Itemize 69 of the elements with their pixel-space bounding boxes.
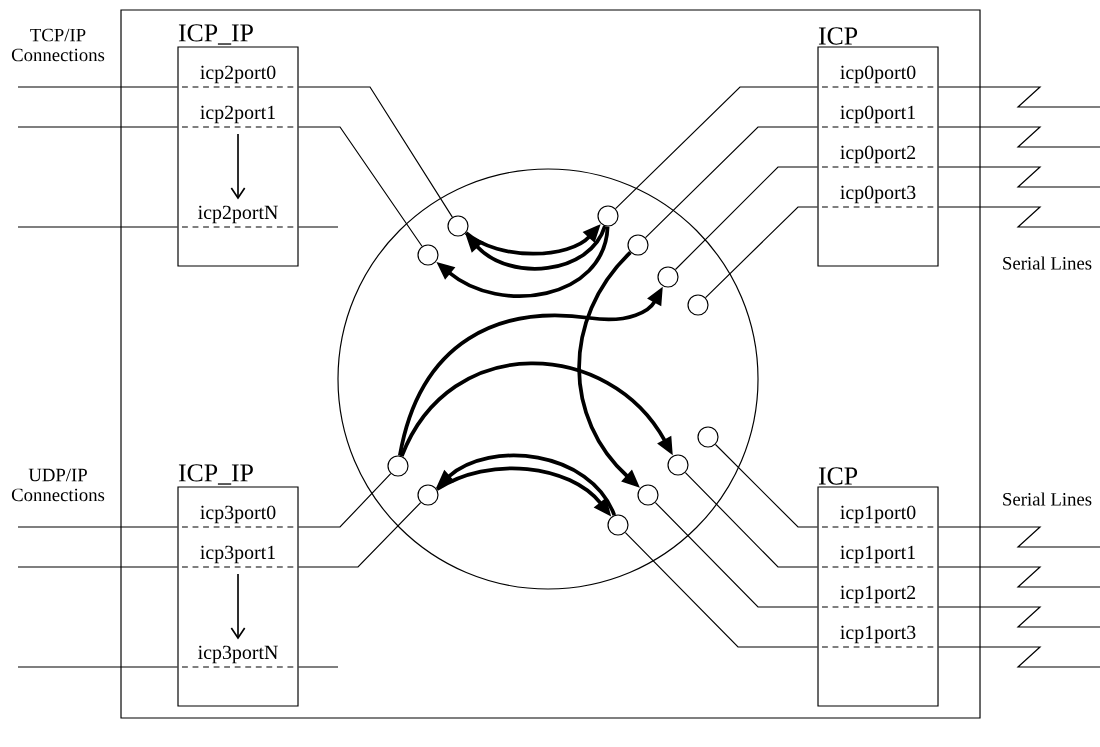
connection-line <box>684 472 818 568</box>
port-row: icp0port2 <box>821 145 936 168</box>
connection-line <box>17 226 178 228</box>
group-label: TCP/IP Connections <box>11 28 105 62</box>
port-circle <box>447 215 469 237</box>
connection-line <box>17 86 178 88</box>
port-row: icp2portN <box>181 205 296 228</box>
connection-line <box>624 531 818 648</box>
serial-line <box>938 526 1100 548</box>
connector-arrow <box>230 573 246 640</box>
connection-line <box>298 126 423 247</box>
module-heading: ICP <box>818 27 858 45</box>
port-circle <box>667 454 689 476</box>
serial-line <box>938 566 1100 588</box>
port-circle <box>637 484 659 506</box>
connector-arrow <box>400 361 673 457</box>
port-row: icp3port0 <box>181 505 296 528</box>
serial-line <box>938 646 1100 668</box>
connection-line <box>17 526 178 528</box>
port-circle <box>417 484 439 506</box>
port-row: icp3portN <box>181 645 296 668</box>
connection-line <box>615 86 818 210</box>
group-label: Serial Lines <box>1003 492 1092 506</box>
connection-line <box>17 126 178 128</box>
group-label: Serial Lines <box>1003 256 1092 270</box>
connection-line <box>298 666 339 668</box>
port-row: icp1port1 <box>821 545 936 568</box>
connection-line <box>298 226 339 228</box>
connection-line <box>17 666 178 668</box>
module-box <box>177 24 299 267</box>
port-row: icp1port2 <box>821 585 936 608</box>
port-row: icp2port1 <box>181 105 296 128</box>
connection-line <box>705 206 818 299</box>
port-circle <box>627 234 649 256</box>
port-row: icp1port3 <box>821 625 936 648</box>
port-circle <box>657 266 679 288</box>
connection-line <box>714 443 818 528</box>
port-circle <box>607 514 629 536</box>
module-heading: ICP_IP <box>178 464 253 485</box>
serial-line <box>938 126 1100 148</box>
connection-line <box>674 166 818 271</box>
connection-line <box>644 126 818 239</box>
port-circle <box>697 426 719 448</box>
connection-line <box>298 473 392 528</box>
port-circle <box>417 244 439 266</box>
group-label: UDP/IP Connections <box>11 468 105 502</box>
port-circle <box>687 294 709 316</box>
port-circle <box>597 205 619 227</box>
connection-line <box>298 86 453 218</box>
module-heading: ICP_IP <box>178 24 253 45</box>
connection-line <box>17 566 178 568</box>
port-row: icp2port0 <box>181 65 296 88</box>
port-row: icp0port0 <box>821 65 936 88</box>
port-row: icp1port0 <box>821 505 936 528</box>
connection-line <box>654 501 818 608</box>
module-heading: ICP <box>818 467 858 485</box>
module-box <box>817 467 939 707</box>
serial-line <box>938 606 1100 628</box>
module-box <box>817 27 939 267</box>
serial-line <box>938 206 1100 228</box>
serial-line <box>938 86 1100 108</box>
connection-line <box>298 502 422 568</box>
port-row: icp0port1 <box>821 105 936 128</box>
connector-arrow <box>230 133 246 200</box>
module-box <box>177 464 299 707</box>
serial-line <box>938 166 1100 188</box>
port-circle <box>387 455 409 477</box>
port-row: icp0port3 <box>821 185 936 208</box>
port-row: icp3port1 <box>181 545 296 568</box>
